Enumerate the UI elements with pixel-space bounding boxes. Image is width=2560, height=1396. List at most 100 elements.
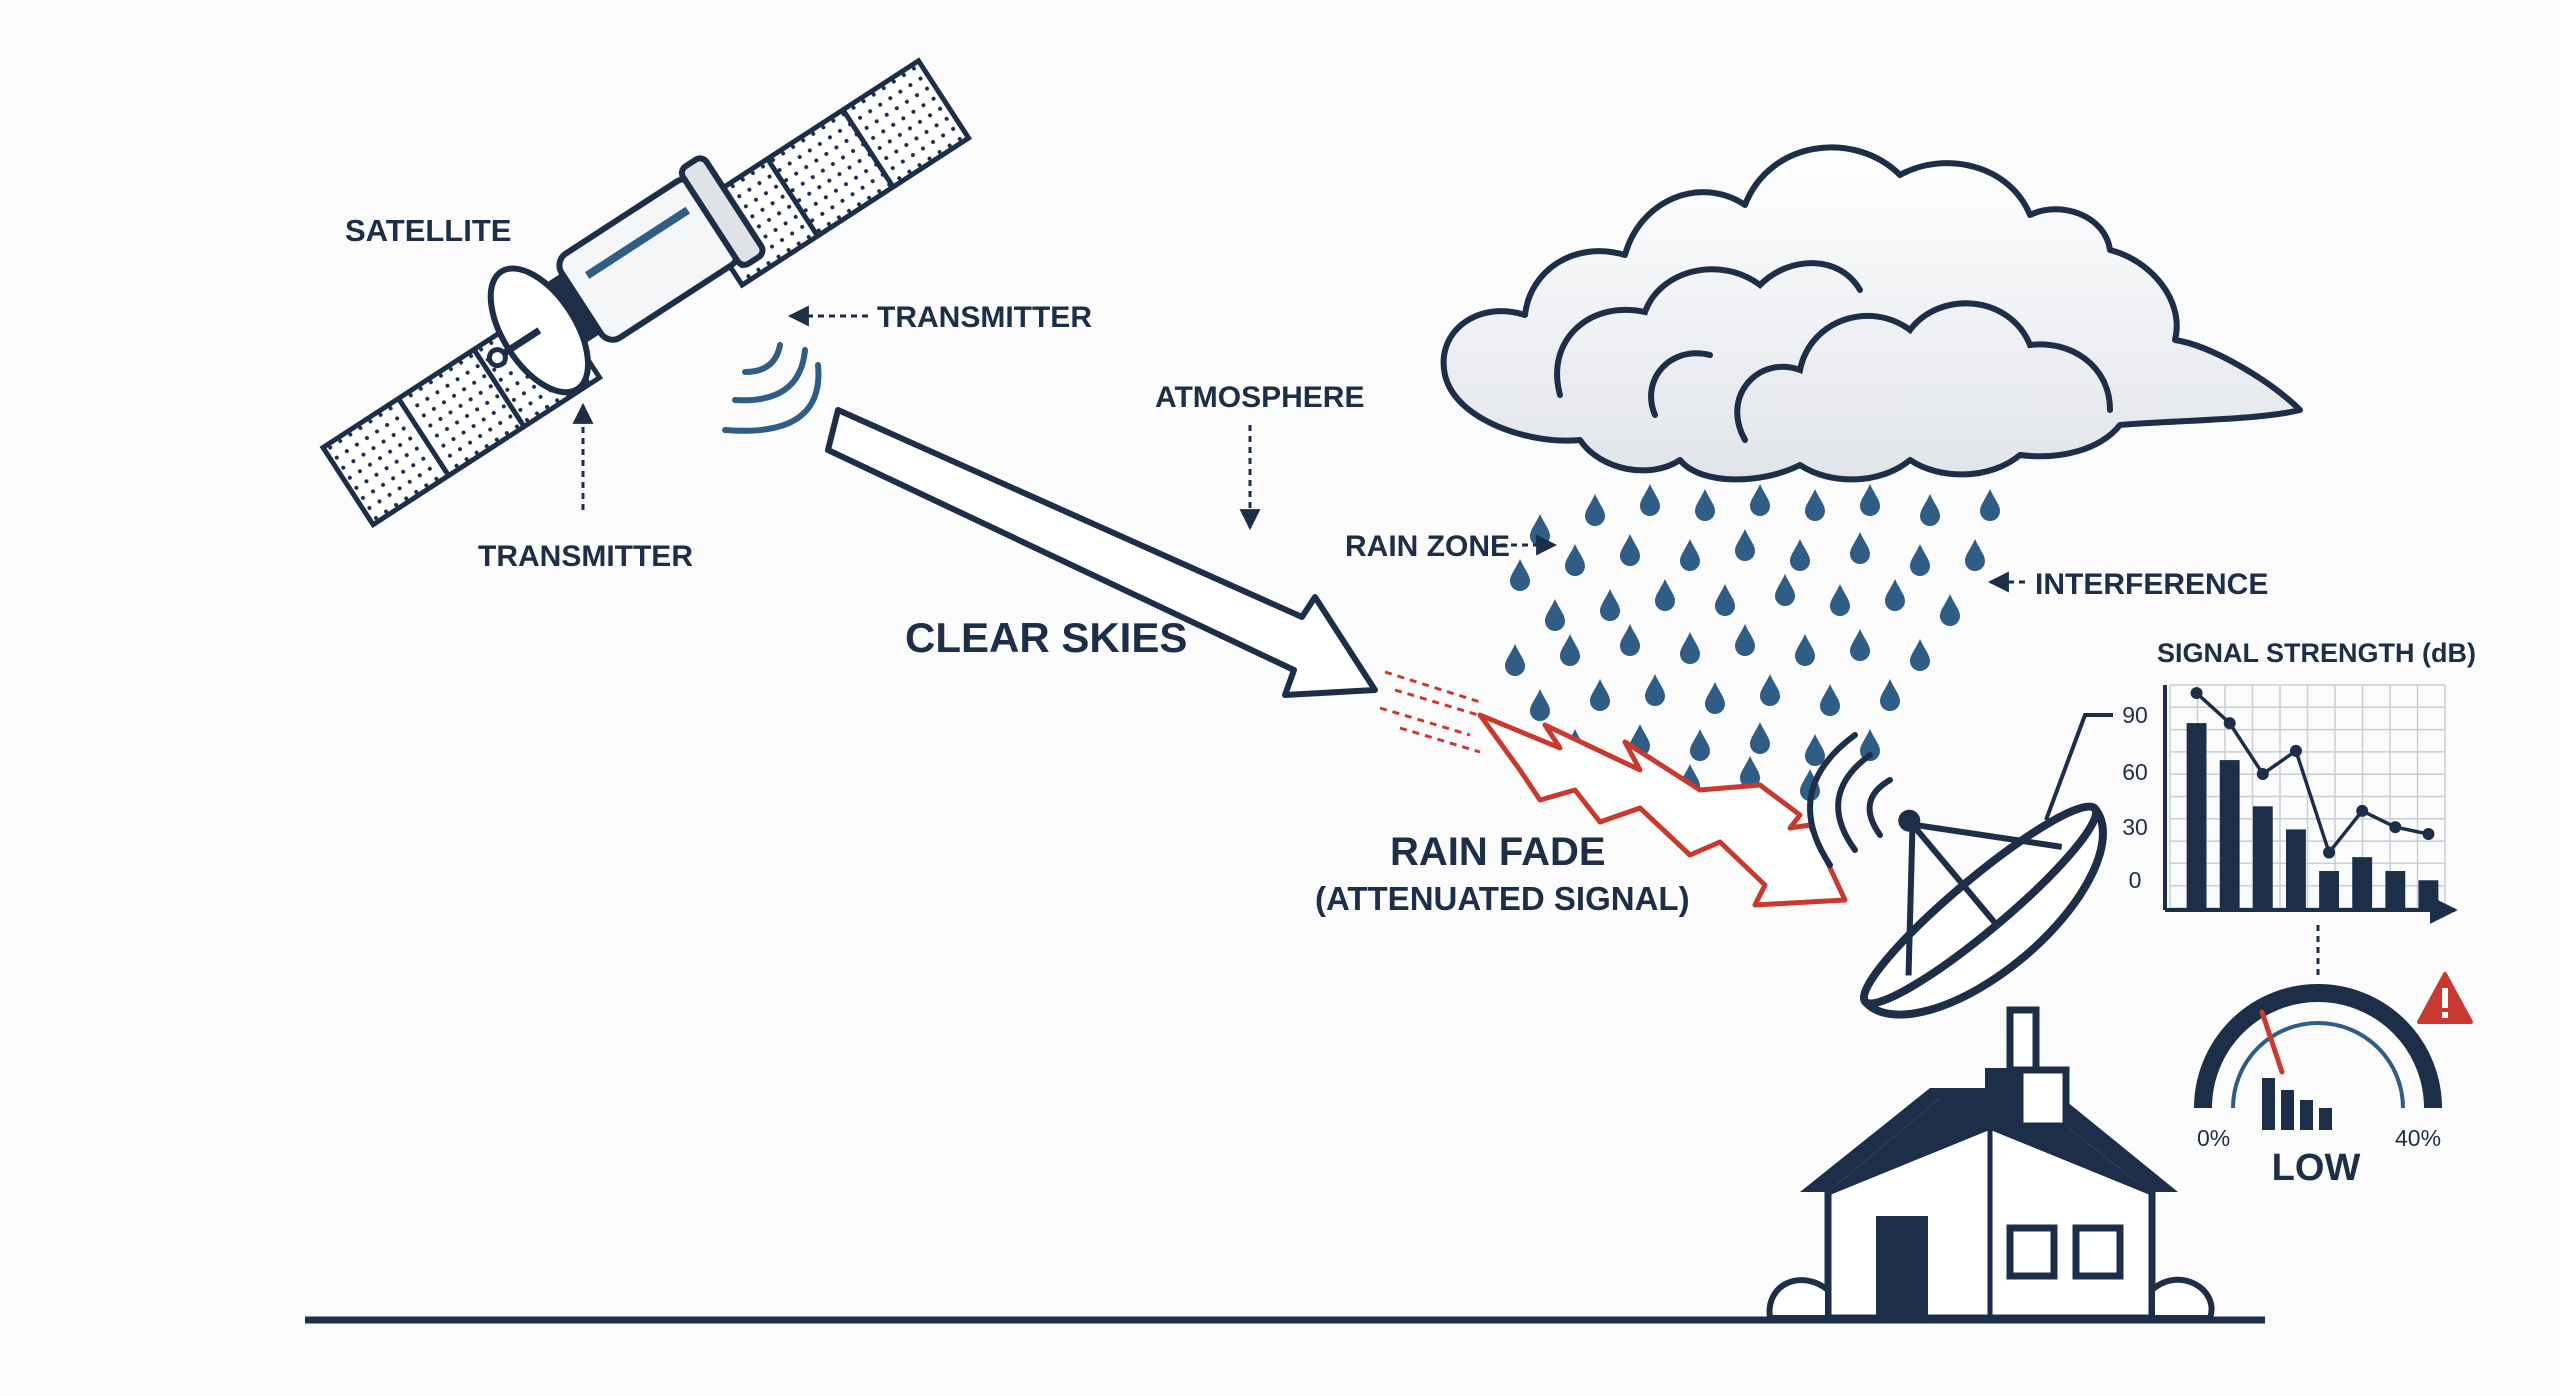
satellite-signal-waves (722, 342, 822, 434)
rain-drop (1620, 534, 1640, 566)
rain-drop (1850, 532, 1870, 564)
chart-bar (2319, 871, 2339, 908)
rain-zone-label: RAIN ZONE (1345, 530, 1510, 563)
satellite-label: SATELLITE (345, 213, 511, 248)
chart-bar (2219, 760, 2240, 908)
rain-drop (1590, 679, 1610, 711)
chart-bar (2418, 880, 2439, 908)
chart-grid (2169, 684, 2446, 909)
rain-drop (1705, 682, 1725, 714)
satellite-dish (1859, 802, 2107, 1019)
rain-drop (1850, 629, 1870, 661)
interference-label: INTERFERENCE (2035, 568, 2268, 601)
rain-drop (1790, 539, 1810, 571)
warning-icon (2417, 972, 2473, 1024)
gauge-signal-bar (2319, 1108, 2332, 1130)
ytick-0: 0 (2129, 867, 2142, 893)
rain-drop (1560, 634, 1580, 666)
rain-drop (1680, 632, 1700, 664)
rain-drop (1760, 674, 1780, 706)
rain-drop (1715, 584, 1735, 616)
rain-drop (1505, 644, 1525, 676)
rain-drop (1735, 529, 1755, 561)
scatter-lines (1379, 670, 1496, 754)
gauge-min-label: 0% (2197, 1125, 2230, 1151)
rain-drop (1565, 544, 1585, 576)
rain-fade-label: RAIN FADE (1390, 830, 1606, 874)
rain-drop (1585, 494, 1605, 526)
chart-point (2256, 767, 2269, 780)
chart-point (2356, 804, 2369, 817)
transmitter-bottom-label: TRANSMITTER (478, 540, 693, 573)
rain-drop (1965, 539, 1985, 571)
house-window-right (2072, 1224, 2124, 1280)
dish-signal-waves (1807, 732, 1893, 868)
rain-drops (1505, 484, 2000, 801)
rain-drop (1750, 484, 1770, 516)
attenuated-signal-label: (ATTENUATED SIGNAL) (1315, 880, 1690, 917)
rain-drop (1860, 729, 1880, 761)
rain-cloud (1440, 144, 2303, 483)
rain-drop (1740, 756, 1760, 788)
rain-drop (1880, 679, 1900, 711)
rain-drop (1750, 722, 1770, 754)
ytick-30: 30 (2122, 814, 2148, 840)
rain-drop (1620, 624, 1640, 656)
rain-drop (1690, 729, 1710, 761)
chart-point (2323, 846, 2336, 859)
signal-strength-chart: SIGNAL STRENGTH (dB) 90 60 30 0 (2044, 638, 2476, 924)
chart-point (2422, 828, 2435, 841)
chart-bar (2385, 871, 2406, 908)
chart-bar (2352, 857, 2373, 908)
rain-drop (1980, 489, 2000, 521)
chart-point (2289, 744, 2302, 757)
chart-point (2389, 821, 2402, 834)
atmosphere-label: ATMOSPHERE (1155, 381, 1364, 414)
rain-drop (1795, 634, 1815, 666)
chart-callout-line (2044, 713, 2113, 821)
rain-drop (1695, 489, 1715, 521)
rain-drop (1655, 579, 1675, 611)
rain-drop (1600, 589, 1620, 621)
rain-drop (1640, 484, 1660, 516)
chart-series-line (2195, 691, 2429, 857)
rain-drop (1885, 579, 1905, 611)
gauge-signal-bar (2300, 1100, 2313, 1130)
gauge-bars (2262, 1078, 2332, 1130)
chart-line (2190, 687, 2435, 859)
satellite-body (486, 155, 766, 396)
rain-fade-signal (1477, 712, 1848, 908)
house-door (1876, 1216, 1928, 1318)
rain-drop (1805, 734, 1825, 766)
gauge-signal-bar (2262, 1078, 2275, 1130)
rain-drop (1775, 574, 1795, 606)
ground-station (1766, 802, 2215, 1322)
clear-skies-beam (825, 407, 1378, 698)
transmitter-top-label: TRANSMITTER (877, 301, 1092, 334)
rain-drop (1910, 639, 1930, 671)
chart-bar (2186, 723, 2207, 908)
rain-drop (1910, 544, 1930, 576)
rain-drop (1645, 674, 1665, 706)
gauge-status-label: LOW (2272, 1147, 2361, 1189)
signal-gauge: 0% 40% LOW (2194, 984, 2442, 1189)
chart-title: SIGNAL STRENGTH (dB) (2157, 638, 2476, 668)
rain-drop (1545, 599, 1565, 631)
gauge-needle (2259, 1009, 2285, 1075)
ytick-90: 90 (2122, 702, 2148, 728)
rain-drop (1940, 594, 1960, 626)
chart-point (2223, 717, 2236, 730)
gauge-max-label: 40% (2395, 1125, 2441, 1151)
chart-bar (2286, 829, 2306, 908)
rain-drop (1530, 689, 1550, 721)
chart-bars (2186, 723, 2439, 908)
rain-drop (1920, 494, 1940, 526)
rain-drop (1510, 559, 1530, 591)
chart-bar (2252, 806, 2273, 908)
rain-drop (1680, 539, 1700, 571)
rain-drop (1805, 489, 1825, 521)
chart-point (2190, 687, 2203, 700)
house-window-left (2006, 1224, 2058, 1280)
ytick-60: 60 (2122, 759, 2148, 785)
